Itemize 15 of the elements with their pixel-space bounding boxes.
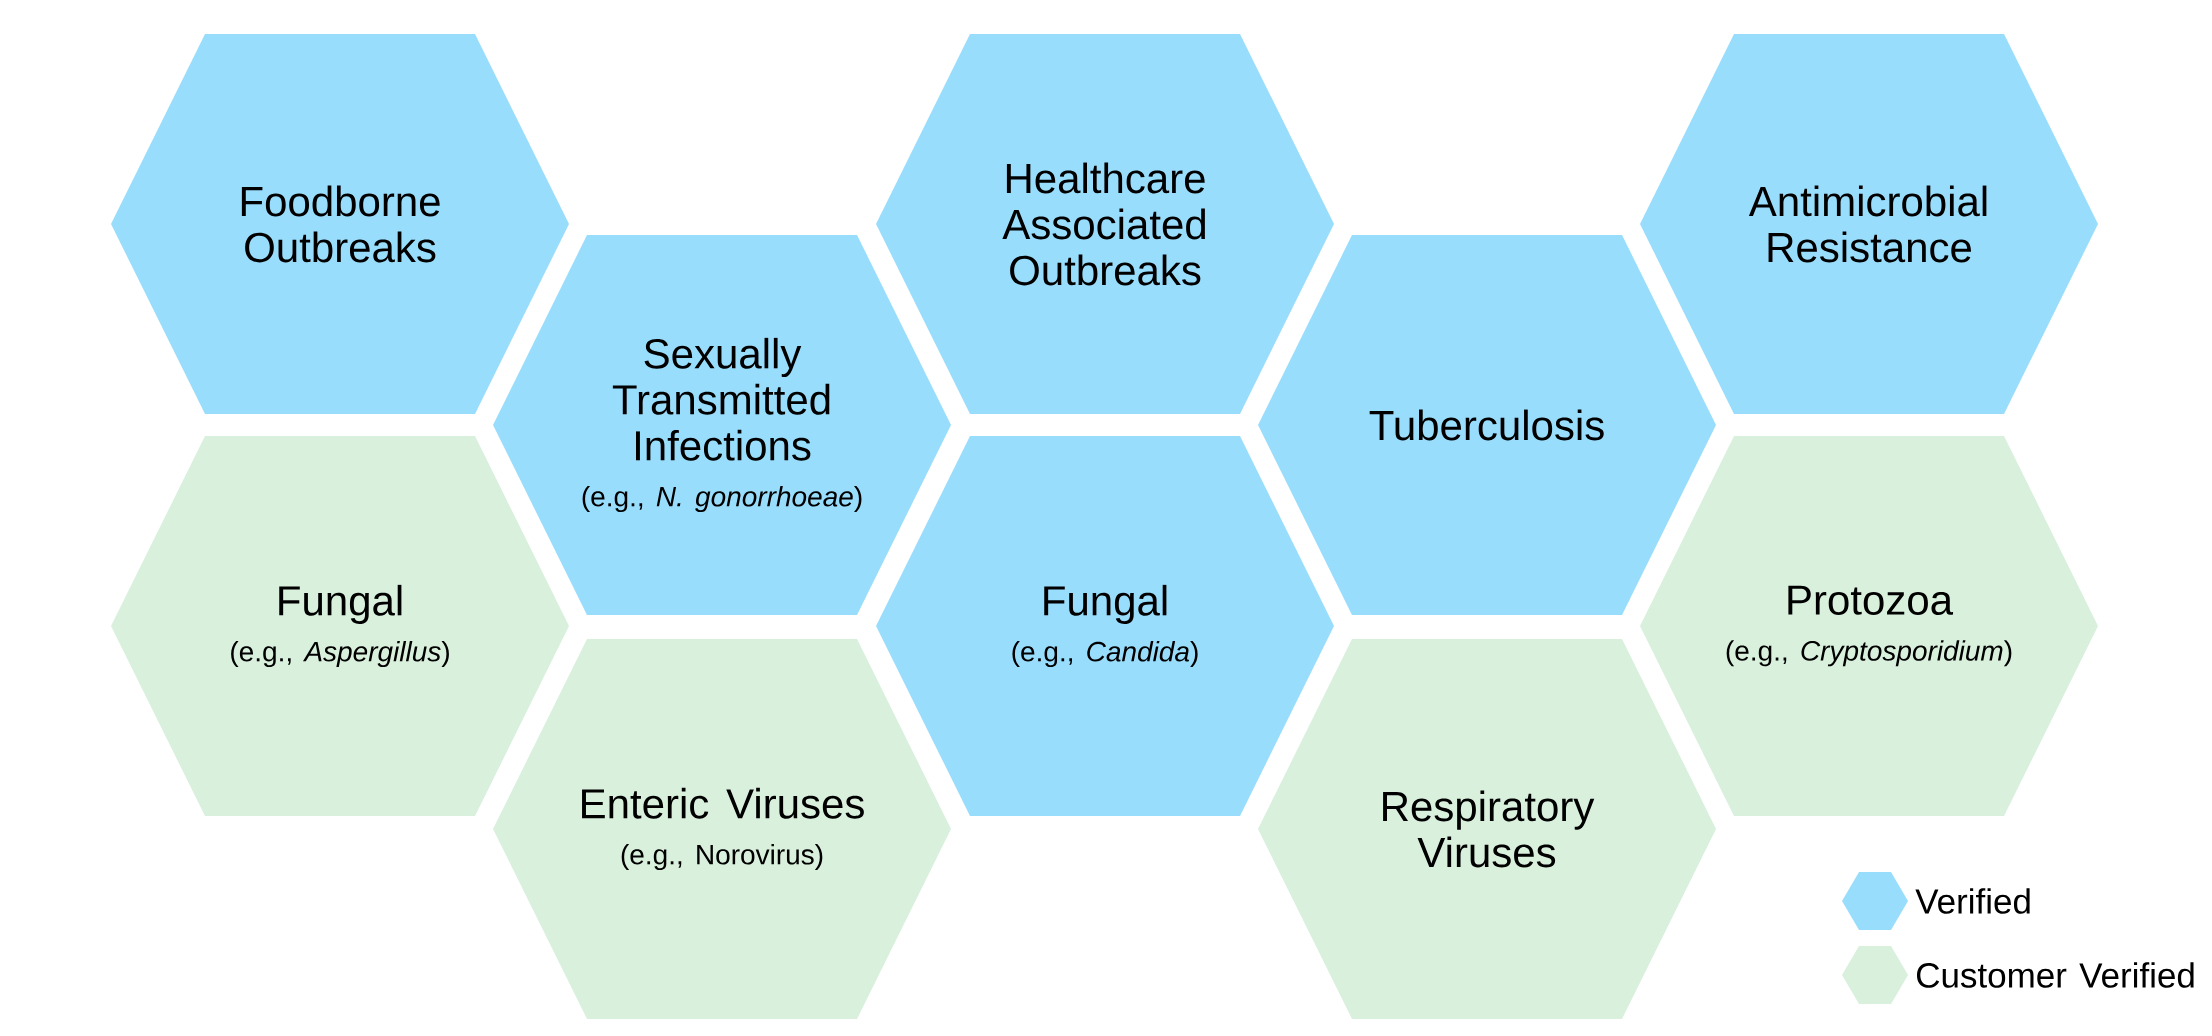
hexagon: Sexually Transmitted Infections (e.g., N. gonorrhoeae) <box>493 235 951 615</box>
hexagon: Fungal (e.g., Aspergillus) <box>111 436 569 816</box>
legend-label: Verified <box>1915 888 2030 914</box>
hexagon: Fungal (e.g., Candida) <box>876 436 1334 816</box>
hexagon: Respiratory Viruses <box>1258 639 1716 1019</box>
hexagon: Protozoa (e.g., Cryptosporidium) <box>1640 436 2098 816</box>
node-label: (e.g., N. gonorrhoeae) <box>582 486 862 513</box>
legend-label: Customer Verified <box>1917 962 2194 988</box>
node-label: Sexually Transmitted Infections <box>612 337 830 461</box>
hexagon: Tuberculosis <box>1258 235 1716 615</box>
node-label: Tuberculosis <box>1369 409 1604 441</box>
hexagon: Enteric Viruses (e.g., Norovirus) <box>493 639 951 1019</box>
hexagon: Foodborne Outbreaks <box>111 34 569 414</box>
hexagon: Healthcare Associated Outbreaks <box>876 34 1334 414</box>
hexagon: Antimicrobial Resistance <box>1640 34 2098 414</box>
